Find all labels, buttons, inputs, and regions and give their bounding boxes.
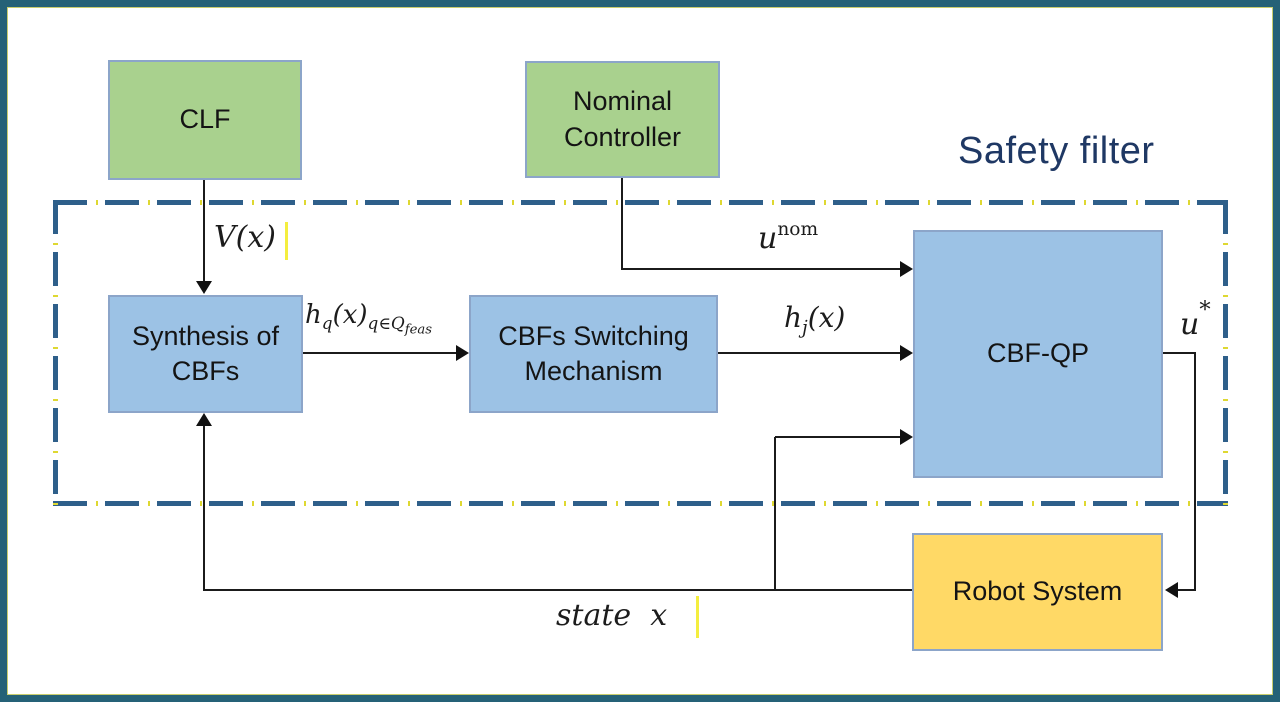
hj-mid: (x)	[807, 301, 846, 334]
clf-box: CLF	[108, 60, 302, 180]
connector-state-up-to-synthesis	[203, 423, 205, 591]
safety-filter-boundary-left	[53, 200, 58, 506]
arrowhead-into-synthesis-top	[196, 281, 212, 294]
hq-subsub: feas	[404, 322, 432, 338]
cbfs-switching-mechanism-label: CBFs Switching Mechanism	[498, 320, 689, 386]
synthesis-of-cbfs-box: Synthesis of CBFs	[108, 295, 303, 413]
hq-sub: q	[321, 313, 333, 334]
ustar-sup: *	[1199, 297, 1211, 323]
signal-label-unom: unom	[758, 219, 819, 256]
connector-state-branch-to-cbfqp	[775, 436, 903, 438]
arrowhead-unom-into-cbfqp	[900, 261, 913, 277]
robot-system-box: Robot System	[912, 533, 1163, 651]
safety-filter-title: Safety filter	[958, 130, 1155, 172]
synthesis-of-cbfs-label: Synthesis of CBFs	[131, 320, 280, 386]
nominal-controller-label: Nominal Controller	[563, 86, 682, 152]
hq-base: h	[305, 300, 322, 330]
arrowhead-state-into-cbfqp	[900, 429, 913, 445]
cbf-qp-label: CBF-QP	[986, 338, 1089, 369]
signal-label-hq: hq(x)q∈Qfeas	[305, 300, 432, 338]
cbfs-switching-mechanism-box: CBFs Switching Mechanism	[469, 295, 718, 413]
signal-label-ustar: u*	[1180, 297, 1211, 342]
connector-switching-to-cbfqp	[718, 352, 903, 354]
nominal-controller-box: Nominal Controller	[525, 61, 720, 178]
hq-subscript-group: q∈Qfeas	[367, 313, 432, 337]
signal-label-hj: hj(x)	[784, 301, 845, 339]
signal-label-state-x: state x	[556, 598, 668, 633]
highlight-caret-state	[696, 596, 699, 638]
ustar-base: u	[1180, 307, 1200, 342]
connector-ustar-out	[1163, 352, 1196, 354]
unom-base: u	[758, 221, 778, 256]
clf-label: CLF	[179, 104, 231, 135]
connector-nominal-down	[621, 178, 623, 270]
hq-mid: (x)	[332, 300, 368, 330]
unom-sup: nom	[777, 219, 819, 240]
arrowhead-state-into-synthesis	[196, 413, 212, 426]
connector-state-branch-up	[774, 437, 776, 591]
arrowhead-hj-into-cbfqp	[900, 345, 913, 361]
arrowhead-into-robot	[1165, 582, 1178, 598]
connector-ustar-to-robot	[1169, 589, 1196, 591]
safety-filter-boundary-top	[53, 200, 1228, 205]
hj-base: h	[784, 301, 803, 334]
connector-clf-to-synthesis	[203, 180, 205, 285]
highlight-caret-vx	[285, 222, 288, 260]
arrowhead-into-switching	[456, 345, 469, 361]
connector-nominal-to-cbfqp	[621, 268, 903, 270]
connector-state-horizontal	[204, 589, 912, 591]
signal-label-vx: V(x)	[214, 220, 276, 255]
connector-synthesis-to-switching	[303, 352, 459, 354]
hj-sub: j	[802, 317, 808, 339]
connector-ustar-down	[1194, 352, 1196, 591]
hq-sub2: q∈Q	[367, 313, 405, 334]
safety-filter-boundary-bottom	[53, 501, 1228, 506]
cbf-qp-box: CBF-QP	[913, 230, 1163, 478]
safety-filter-boundary-right	[1223, 200, 1228, 506]
robot-system-label: Robot System	[952, 576, 1123, 607]
